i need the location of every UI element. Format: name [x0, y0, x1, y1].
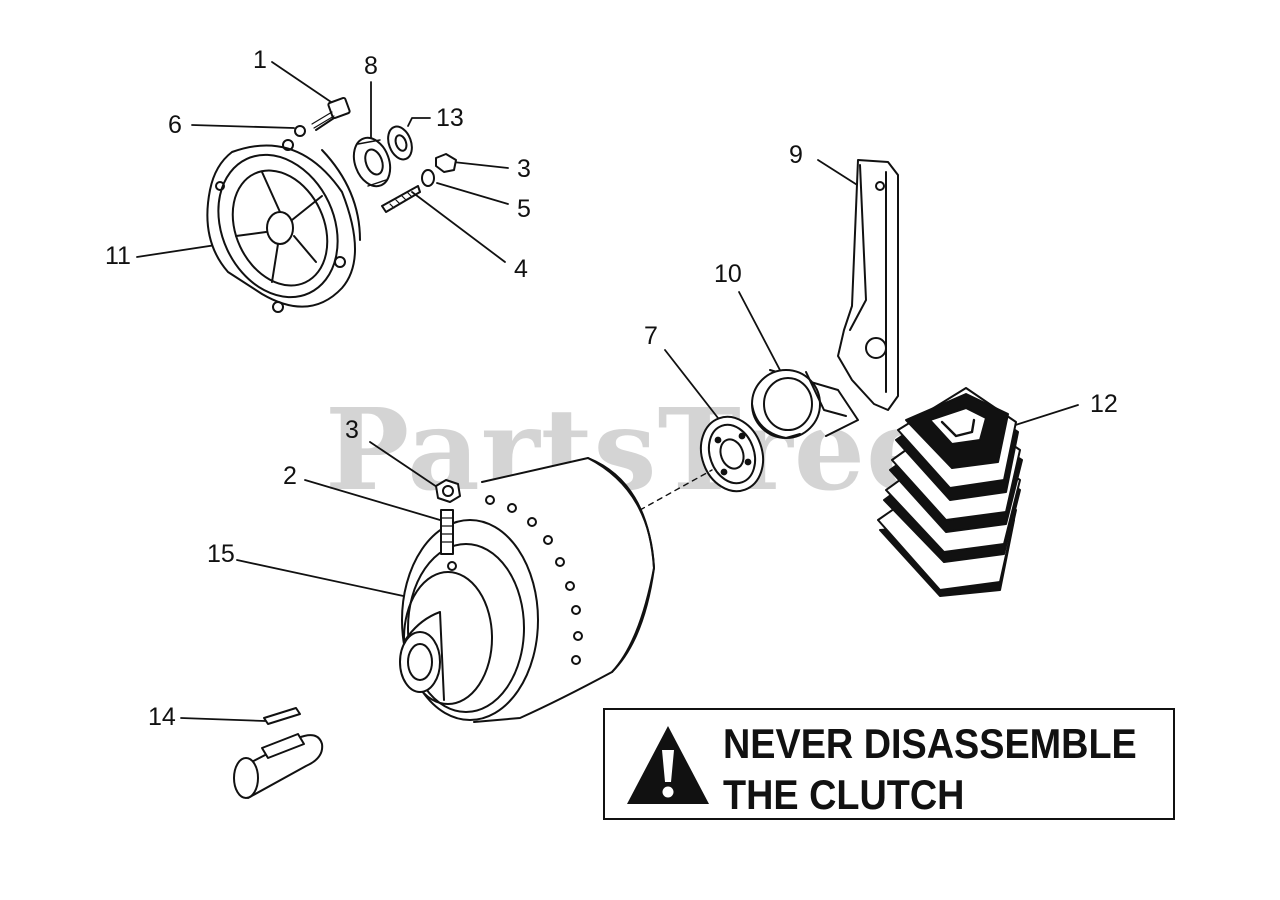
warning-message: NEVER DISASSEMBLE THE CLUTCH	[723, 718, 1137, 820]
callout-13: 13	[436, 104, 464, 132]
part-7-bearing	[699, 415, 765, 493]
part-15-clutch-drum	[399, 457, 655, 723]
part-11-end-cover	[206, 139, 361, 313]
callout-10: 10	[714, 260, 742, 288]
warning-triangle-icon	[627, 726, 709, 804]
part-14-key-shaft	[233, 707, 324, 799]
warning-line-2: THE CLUTCH	[723, 771, 965, 818]
part-5-washer	[421, 169, 435, 187]
callout-8: 8	[364, 52, 378, 80]
part-4-stud	[381, 185, 421, 213]
part-13-washer	[387, 125, 413, 161]
part-1-bolt	[311, 96, 351, 131]
part-10-collar	[751, 369, 859, 439]
callout-4: 4	[514, 255, 528, 283]
part-3-nut-middle	[435, 479, 461, 503]
warning-box: NEVER DISASSEMBLE THE CLUTCH	[603, 708, 1175, 820]
callout-2: 2	[283, 462, 297, 490]
part-6-washer	[294, 125, 306, 137]
part-12-clutch-shoes	[877, 387, 1023, 597]
part-8-bearing	[352, 136, 392, 188]
callout-12: 12	[1090, 390, 1118, 418]
callout-9: 9	[789, 141, 803, 169]
warning-line-1: NEVER DISASSEMBLE	[723, 720, 1137, 767]
callout-1: 1	[253, 46, 267, 74]
callout-11: 11	[105, 242, 131, 270]
callout-14: 14	[148, 703, 176, 731]
callout-3-top: 3	[517, 155, 531, 183]
part-9-lever	[837, 159, 899, 411]
callout-7: 7	[644, 322, 658, 350]
axis-dashed-line	[639, 469, 713, 511]
part-2-set-screw	[440, 509, 454, 555]
part-3-nut-top	[435, 153, 457, 173]
callout-15: 15	[207, 540, 235, 568]
callout-3-middle: 3	[345, 416, 359, 444]
callout-5: 5	[517, 195, 531, 223]
callout-6: 6	[168, 111, 182, 139]
